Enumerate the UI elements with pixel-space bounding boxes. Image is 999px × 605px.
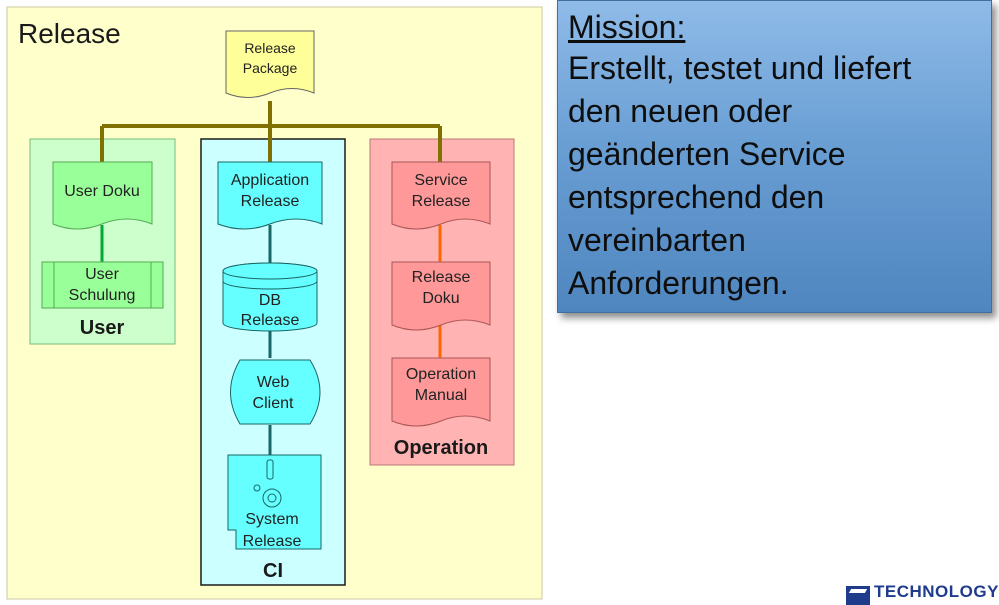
- node-system-release-label-1: System: [245, 511, 298, 528]
- node-user-doku-label: User Doku: [64, 183, 140, 200]
- node-operation-manual-label-1: Operation: [406, 366, 476, 383]
- node-web-client: [230, 359, 321, 425]
- node-service-release: [391, 161, 491, 230]
- node-db-release-top: [222, 262, 318, 280]
- group-operation-label: Operation: [394, 437, 488, 459]
- node-system-release-label-2: Release: [243, 533, 302, 550]
- node-db-release-label-1: DB: [259, 292, 281, 309]
- node-release-package-label-1: Release: [244, 40, 296, 56]
- logo-text: TECHNOLOGY: [874, 582, 999, 601]
- node-web-client-label-2: Client: [253, 395, 294, 412]
- group-user-label: User: [80, 317, 125, 339]
- node-user-doku: [52, 161, 153, 230]
- node-user-schulung-label-1: User: [85, 266, 119, 283]
- group-ci-label: CI: [263, 560, 283, 582]
- node-web-client-label-1: Web: [257, 374, 290, 391]
- node-operation-manual-label-2: Manual: [415, 387, 467, 404]
- node-system-release: [227, 454, 322, 550]
- node-application-release-label-2: Release: [241, 193, 300, 210]
- node-release-doku-label-2: Doku: [422, 290, 459, 307]
- disk-spindle-icon: [262, 488, 282, 508]
- node-release-package-label-2: Package: [243, 60, 298, 76]
- mission-line-1: Erstellt, testet und liefert: [568, 50, 912, 86]
- mission-line-3: geänderten Service: [568, 136, 846, 172]
- logo-mark-icon: [846, 586, 870, 605]
- node-release-package: [225, 30, 315, 98]
- mission-line-6: Anforderungen.: [568, 265, 789, 301]
- node-db-release-label-2: Release: [241, 312, 300, 329]
- node-user-schulung: [41, 261, 164, 309]
- node-operation-manual: [391, 357, 491, 427]
- disk-slot-icon: [266, 459, 274, 480]
- mission-line-5: vereinbarten: [568, 222, 746, 258]
- node-service-release-label-1: Service: [414, 172, 467, 189]
- node-release-doku-label-1: Release: [412, 269, 471, 286]
- node-db-release-ring: [222, 280, 318, 290]
- diagram-title: Release: [18, 18, 121, 49]
- mission-box: Mission: Erstellt, testet und liefert de…: [557, 0, 992, 313]
- mission-heading: Mission:: [568, 9, 686, 45]
- disk-led-icon: [253, 484, 261, 492]
- node-release-doku: [391, 261, 491, 331]
- mission-line-2: den neuen oder: [568, 93, 793, 129]
- node-application-release: [217, 161, 323, 230]
- node-user-schulung-label-2: Schulung: [69, 287, 136, 304]
- company-logo: TECHNOLOGY: [846, 582, 999, 605]
- node-service-release-label-2: Release: [412, 193, 471, 210]
- mission-line-4: entsprechend den: [568, 179, 825, 215]
- node-application-release-label-1: Application: [231, 172, 309, 189]
- disk-spindle-inner-icon: [267, 493, 277, 503]
